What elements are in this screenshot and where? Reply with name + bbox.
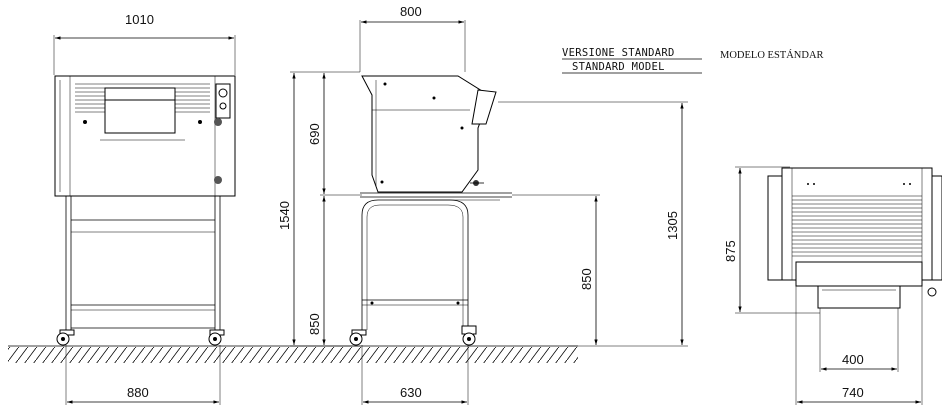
side-machine-body [361,75,491,193]
title-standard-en: STANDARD MODEL [572,61,665,73]
front-wheel-right-icon [208,329,225,346]
top-tray [795,261,923,287]
top-rollers [792,195,922,257]
title-standard-es: MODELO ESTÁNDAR [720,49,824,61]
side-depth-top-label: 800 [400,4,422,19]
title-standard-it: VERSIONE STANDARD [562,47,675,59]
side-height-upper-label: 690 [307,123,322,145]
front-width-bottom-label: 880 [127,385,149,400]
title-block: VERSIONE STANDARD STANDARD MODEL MODELO … [562,47,824,74]
ground-hatching [8,345,578,363]
top-outer-width-label: 740 [842,385,864,400]
side-stand [361,199,469,330]
side-height-lower-left-label: 850 [307,313,322,335]
top-drawer [817,285,901,309]
side-view: 800 [277,4,688,405]
top-depth-label: 875 [723,240,738,262]
handle-knob-icon [214,118,222,126]
side-height-total-label: 1540 [277,201,292,230]
top-left-end-cap [767,175,783,281]
side-depth-bottom-label: 630 [400,385,422,400]
button-icon [219,102,227,110]
front-width-top-label: 1010 [125,12,154,27]
control-knob-icon [218,88,228,98]
side-height-outlet-label: 1305 [665,211,680,240]
side-wheel-right-icon [461,325,477,346]
top-knob-icon [927,287,937,297]
front-wheel-left-icon [56,329,75,346]
side-outlet-chute [471,89,497,125]
front-stand [65,196,221,330]
side-height-lower-right-label: 850 [579,268,594,290]
front-view: 1010 [53,12,236,405]
top-inner-width-label: 400 [842,352,864,367]
front-feed-opening [104,87,176,101]
side-wheel-left-icon [349,329,367,346]
front-cover-plate [104,99,176,134]
top-view: 875 [723,166,942,405]
